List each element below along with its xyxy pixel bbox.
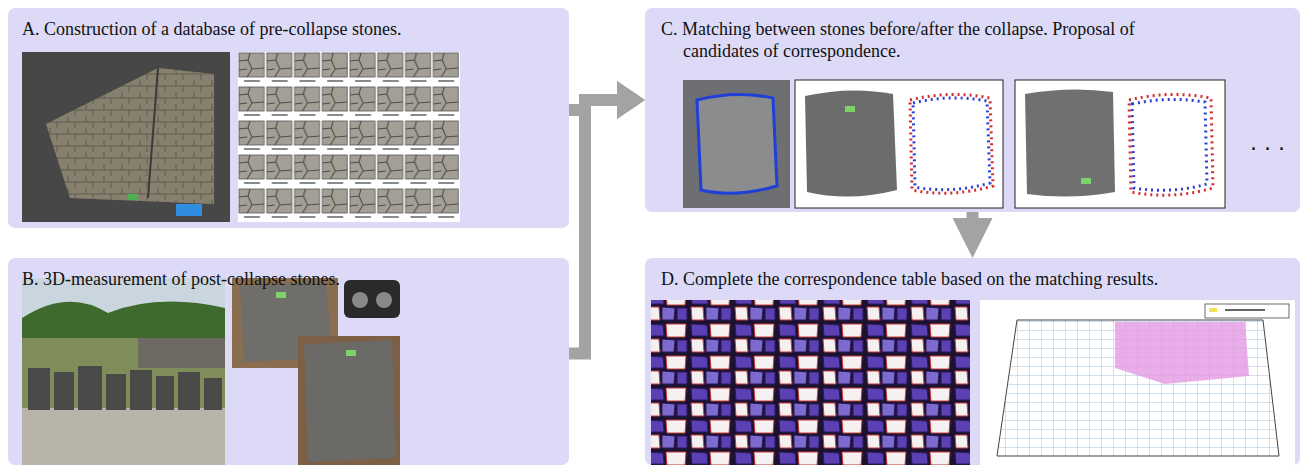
arrow-shaft — [967, 212, 979, 218]
database-illustration — [8, 8, 569, 228]
step-heading: B. 3D-measurement of post-collapse stone… — [22, 258, 555, 290]
ellipsis-label: · · · — [1250, 136, 1285, 161]
arrow-head — [617, 81, 645, 119]
step-panel: C. Matching between stones before/after … — [645, 8, 1300, 212]
step-panel: D. Complete the correspondence table bas… — [645, 258, 1300, 465]
arrow-head — [953, 218, 993, 258]
flow-arrow — [569, 81, 645, 354]
step-heading: D. Complete the correspondence table bas… — [661, 258, 1284, 290]
step-panel: A. Construction of a database of pre-col… — [8, 8, 569, 228]
flow-arrow — [953, 212, 993, 258]
step-panel: B. 3D-measurement of post-collapse stone… — [8, 258, 569, 465]
correspondence-illustration — [645, 258, 1300, 465]
arrow-head — [617, 81, 645, 119]
step-heading: A. Construction of a database of pre-col… — [22, 8, 555, 40]
arrow-shaft — [569, 100, 617, 354]
measurement-photos — [8, 258, 569, 465]
step-heading: C. Matching between stones before/after … — [661, 8, 1153, 62]
